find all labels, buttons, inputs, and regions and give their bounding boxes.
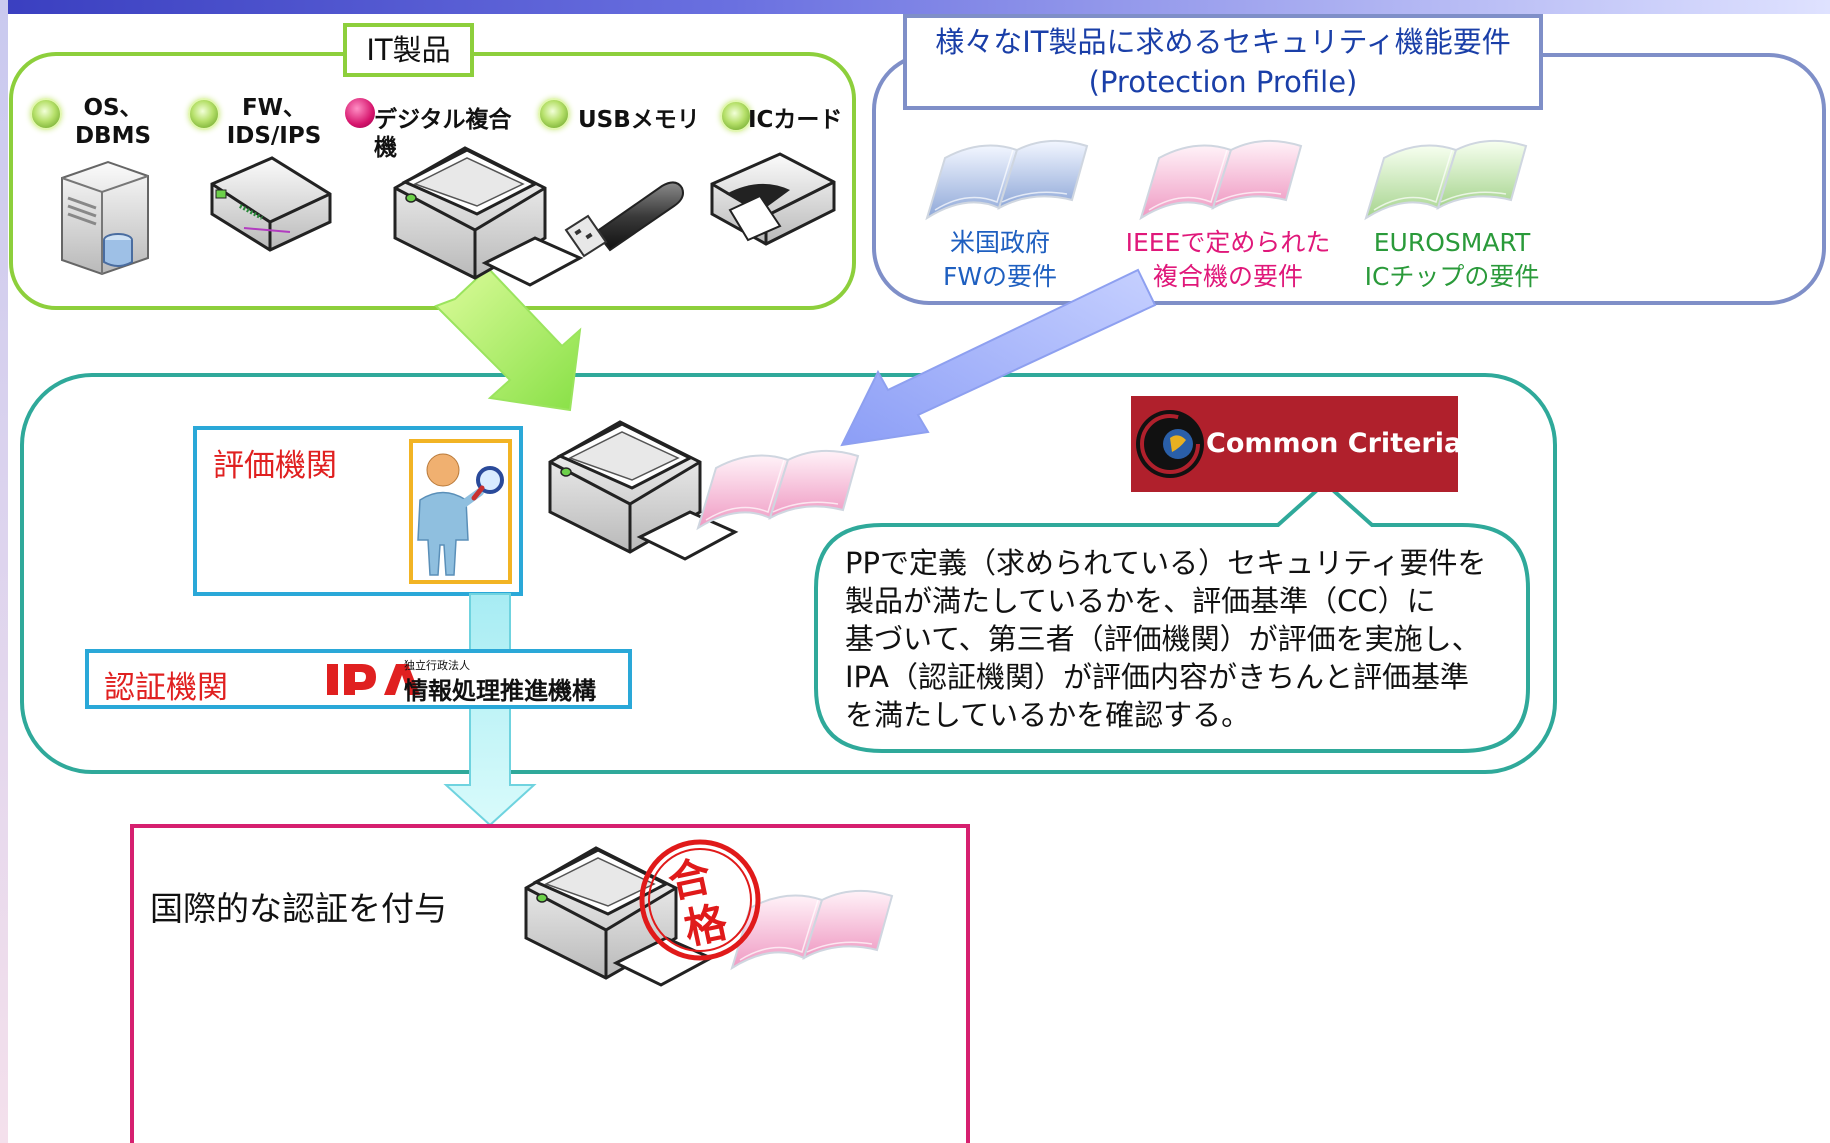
fw-book-icon — [926, 139, 1088, 219]
green-arrow — [434, 266, 582, 412]
iccard-indicator-icon — [720, 100, 752, 132]
iccard-label: ICカード — [748, 107, 843, 133]
os-indicator-icon — [30, 98, 62, 130]
router-icon — [210, 156, 332, 252]
it-products-title: IT製品 — [366, 33, 451, 67]
ipa-org-name: 情報処理推進機構 — [404, 677, 596, 705]
evaluated-printer-icon — [548, 420, 737, 561]
mfp-requirements-caption: IEEEで定められた複合機の要件 — [1125, 228, 1331, 291]
common-criteria-logo — [1131, 396, 1458, 492]
fw-ids-label: FW、IDS/IPS — [226, 95, 322, 149]
usb-indicator-icon — [538, 98, 570, 130]
certifier-box — [85, 649, 632, 709]
icchip-book-icon — [1365, 139, 1527, 219]
usb-label: USBメモリ — [578, 107, 700, 133]
ipa-org-small-label: 独立行政法人 — [404, 659, 470, 672]
evaluation-frame — [20, 373, 1557, 774]
blue-arrow — [840, 268, 1157, 447]
description-bubble — [814, 480, 1530, 753]
left-accent-strip — [0, 0, 8, 1143]
evaluated-book-icon — [697, 449, 859, 529]
down-arrow — [443, 593, 537, 827]
protection-profile-title: 様々なIT製品に求めるセキュリティ機能要件 (Protection Profil… — [935, 25, 1511, 99]
evaluator-person-icon — [417, 453, 504, 576]
evaluation-description: PPで定義（求められている）セキュリティ要件を 製品が満たしているかを、評価基準… — [845, 546, 1487, 732]
printer-icon — [393, 146, 582, 287]
mfp-indicator-icon — [345, 98, 375, 128]
pass-stamp — [639, 839, 761, 961]
ipa-logo-mark — [327, 664, 420, 695]
server-icon — [61, 160, 149, 276]
evaluator-label: 評価機関 — [213, 448, 337, 484]
card-reader-icon — [710, 152, 836, 246]
fw-indicator-icon — [188, 98, 220, 130]
certification-granted-label: 国際的な認証を付与 — [150, 889, 447, 928]
common-criteria-label: Common Criteria — [1206, 428, 1463, 459]
os-dbms-label: OS、DBMS — [74, 95, 152, 149]
certifier-label: 認証機関 — [104, 670, 228, 706]
it-products-title-box — [343, 23, 474, 77]
mfp-book-icon — [1140, 139, 1302, 219]
usb-icon — [564, 181, 684, 258]
protection-profile-title-box — [903, 14, 1543, 110]
title-bar-strip — [0, 0, 1830, 14]
mfp-label: デジタル複合機 — [374, 107, 512, 161]
